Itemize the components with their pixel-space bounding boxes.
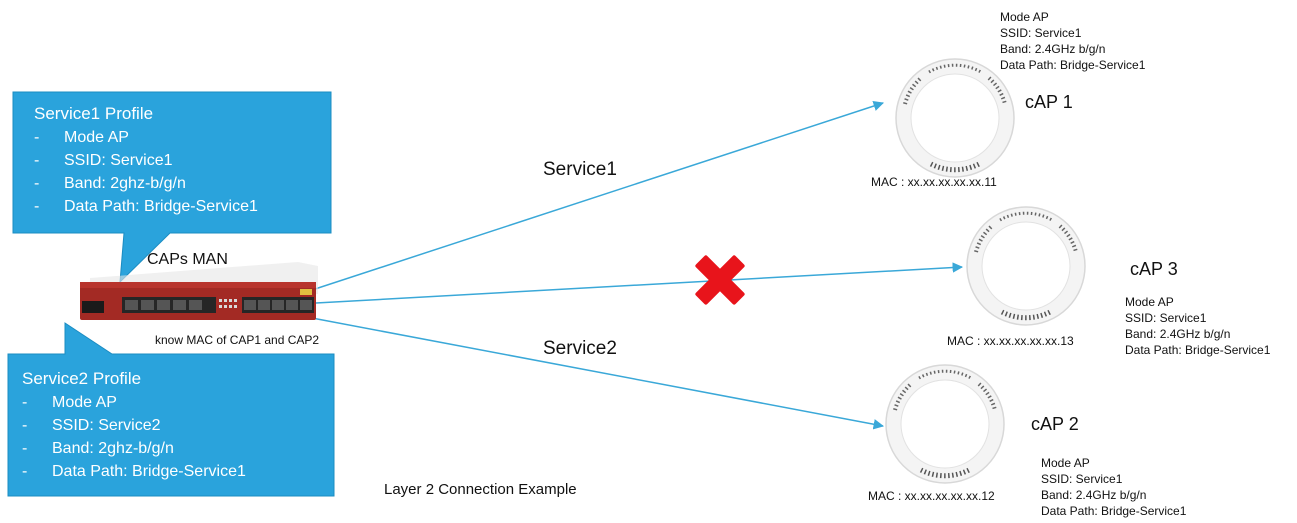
router-device-icon bbox=[80, 262, 318, 320]
cap2-info-line: Mode AP bbox=[1041, 456, 1090, 470]
cap1-info-line: Mode AP bbox=[1000, 10, 1049, 24]
cap1-info-line: Band: 2.4GHz b/g/n bbox=[1000, 42, 1106, 56]
blocked-x-icon bbox=[695, 255, 745, 305]
cap3-info: Mode AP SSID: Service1 Band: 2.4GHz b/g/… bbox=[1125, 294, 1270, 358]
link-service2-label: Service2 bbox=[543, 338, 617, 359]
cap2-device-icon bbox=[886, 365, 1004, 483]
service2-callout-shape bbox=[7, 322, 335, 497]
service1-profile: Service1 Profile -Mode AP -SSID: Service… bbox=[34, 101, 258, 218]
cap2-mac: MAC : xx.xx.xx.xx.xx.12 bbox=[868, 489, 995, 503]
cap2-info-line: SSID: Service1 bbox=[1041, 472, 1123, 486]
cap3-mac: MAC : xx.xx.xx.xx.xx.13 bbox=[947, 334, 1074, 348]
service2-profile-item: -Band: 2ghz-b/g/n bbox=[22, 440, 174, 457]
cap1-info-line: SSID: Service1 bbox=[1000, 26, 1082, 40]
diagram-caption: Layer 2 Connection Example bbox=[384, 481, 577, 498]
cap2-info: Mode AP SSID: Service1 Band: 2.4GHz b/g/… bbox=[1041, 455, 1186, 519]
cap3-info-line: Data Path: Bridge-Service1 bbox=[1125, 343, 1271, 357]
service2-profile-item: -Mode AP bbox=[22, 394, 117, 411]
cap1-info: Mode AP SSID: Service1 Band: 2.4GHz b/g/… bbox=[1000, 9, 1145, 73]
router-note: know MAC of CAP1 and CAP2 bbox=[155, 333, 320, 347]
link-service1-line bbox=[311, 100, 884, 291]
link-service2-line bbox=[311, 317, 885, 430]
service1-profile-item: -SSID: Service1 bbox=[34, 152, 173, 169]
service1-profile-title: Service1 Profile bbox=[34, 104, 154, 123]
cap3-info-line: Mode AP bbox=[1125, 295, 1174, 309]
service2-profile-item: -Data Path: Bridge-Service1 bbox=[22, 463, 246, 480]
router-label: CAPs MAN bbox=[147, 251, 228, 268]
cap2-label: cAP 2 bbox=[1031, 414, 1079, 434]
service1-profile-item: -Mode AP bbox=[34, 129, 129, 146]
service1-profile-item: -Band: 2ghz-b/g/n bbox=[34, 175, 186, 192]
cap3-device-icon bbox=[967, 207, 1085, 325]
service2-profile: Service2 Profile -Mode AP -SSID: Service… bbox=[22, 366, 246, 483]
service1-profile-item: -Data Path: Bridge-Service1 bbox=[34, 198, 258, 215]
service2-profile-title: Service2 Profile bbox=[22, 369, 142, 388]
cap2-info-line: Band: 2.4GHz b/g/n bbox=[1041, 488, 1147, 502]
cap2-info-line: Data Path: Bridge-Service1 bbox=[1041, 504, 1187, 518]
service1-callout-shape bbox=[12, 91, 332, 284]
link-cap3-line bbox=[315, 262, 964, 304]
cap1-label: cAP 1 bbox=[1025, 92, 1073, 112]
cap3-info-line: Band: 2.4GHz b/g/n bbox=[1125, 327, 1231, 341]
cap3-label: cAP 3 bbox=[1130, 259, 1178, 279]
service2-profile-item: -SSID: Service2 bbox=[22, 417, 161, 434]
link-service1-label: Service1 bbox=[543, 159, 617, 180]
cap1-mac: MAC : xx.xx.xx.xx.xx.11 bbox=[871, 175, 997, 189]
cap3-info-line: SSID: Service1 bbox=[1125, 311, 1207, 325]
cap1-device-icon bbox=[896, 59, 1014, 177]
cap1-info-line: Data Path: Bridge-Service1 bbox=[1000, 58, 1146, 72]
